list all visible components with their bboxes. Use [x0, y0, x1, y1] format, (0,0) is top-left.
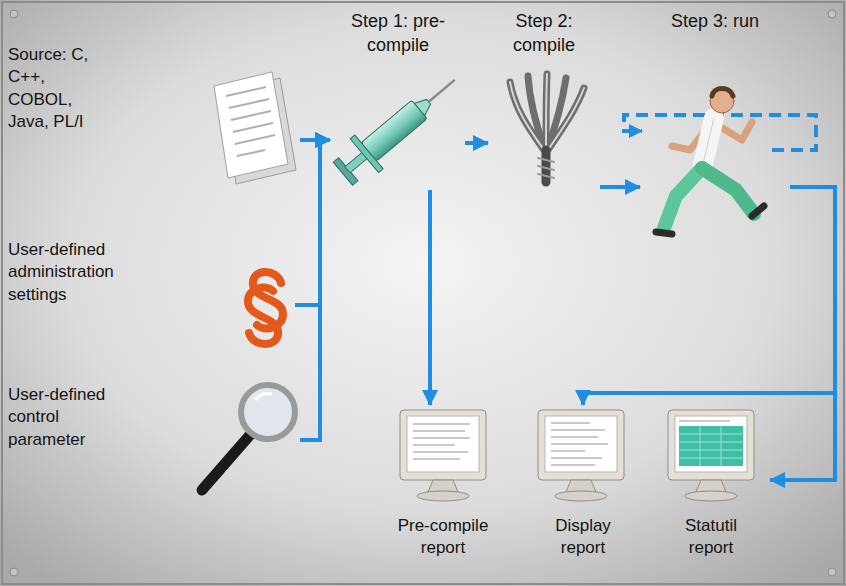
monitor-icon: [400, 410, 486, 501]
flow-arrow: [600, 185, 640, 189]
magnifier-icon: [202, 385, 295, 490]
report-output: Pre-compile report: [375, 405, 510, 575]
process-step: Step 3: run: [640, 8, 790, 248]
rivets: [10, 10, 836, 576]
flow-arrow: [465, 141, 488, 145]
node-label: User-defined administration settings: [8, 239, 138, 306]
node-label: Source: C, C++, COBOL, Java, PL/I: [8, 44, 98, 134]
flow-arrow: [428, 190, 432, 405]
node-label: Step 3: run: [670, 10, 760, 34]
input-item: User-defined administration settings: [5, 235, 295, 345]
monitor-icon: [538, 410, 624, 501]
runner-figure: [656, 89, 764, 235]
node-label: Pre-compile report: [383, 515, 503, 560]
paragraph-symbol: [248, 272, 283, 344]
report-output: Statutil report: [652, 405, 770, 575]
monitor-icon: [668, 410, 754, 501]
node-label: User-defined control parameter: [8, 384, 138, 451]
input-item: User-defined control parameter: [5, 380, 300, 500]
flow-arrow: [295, 140, 330, 305]
node-label: Step 2: compile: [499, 10, 589, 58]
flow-arrow: [300, 140, 330, 440]
process-step: Step 1: pre-compile: [330, 8, 465, 190]
input-item: Source: C, C++, COBOL, Java, PL/I: [5, 40, 300, 190]
process-step: Step 2: compile: [488, 8, 600, 190]
report-output: Display report: [520, 405, 645, 575]
flow-arrow: [583, 187, 835, 405]
compiler-tool-icon: [510, 74, 584, 182]
document-icon: [214, 72, 296, 184]
syringe-icon: [329, 63, 469, 191]
node-label: Display report: [533, 515, 633, 560]
node-label: Statutil report: [661, 515, 761, 560]
flow-arrow: [770, 187, 835, 480]
node-label: Step 1: pre-compile: [338, 10, 458, 58]
